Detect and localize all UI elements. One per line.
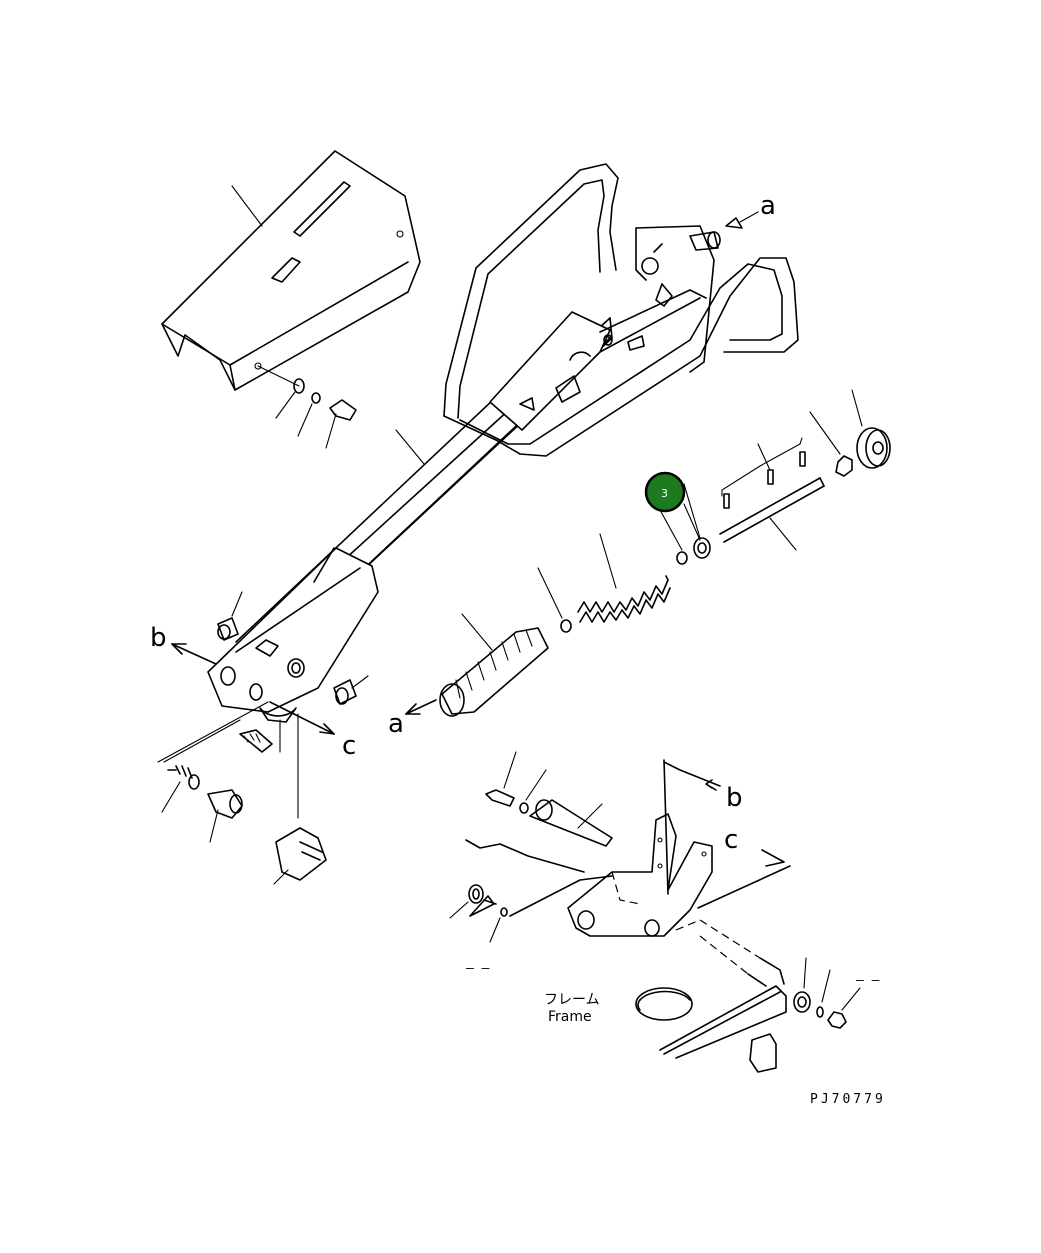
- ref-label-c-right: c: [724, 825, 738, 855]
- handle-guard: [443, 163, 799, 457]
- rod-assembly: [439, 389, 891, 717]
- frame-bracket-assembly: [449, 751, 861, 1073]
- callout-circle[interactable]: [644, 471, 686, 513]
- placeholder-left: – –: [466, 961, 490, 976]
- ref-label-a-top: a: [760, 191, 776, 221]
- callout-number[interactable]: 3: [661, 487, 668, 500]
- ref-label-a-bottom: a: [388, 709, 404, 739]
- reference-arrows: [171, 643, 437, 735]
- ref-label-b-right: b: [726, 783, 743, 813]
- frame-label-english: Frame: [548, 1009, 592, 1025]
- ref-label-b-left: b: [150, 623, 167, 653]
- cover-fasteners: [257, 365, 357, 449]
- left-small-parts: [157, 591, 369, 885]
- cover-plate: [161, 150, 421, 391]
- ref-label-c-left: c: [342, 731, 356, 761]
- callout-marker[interactable]: 3: [644, 471, 701, 551]
- frame-label-japanese: フレーム: [544, 992, 600, 1008]
- placeholder-right: – –: [856, 973, 880, 988]
- drawing-number: PJ70779: [810, 1092, 886, 1107]
